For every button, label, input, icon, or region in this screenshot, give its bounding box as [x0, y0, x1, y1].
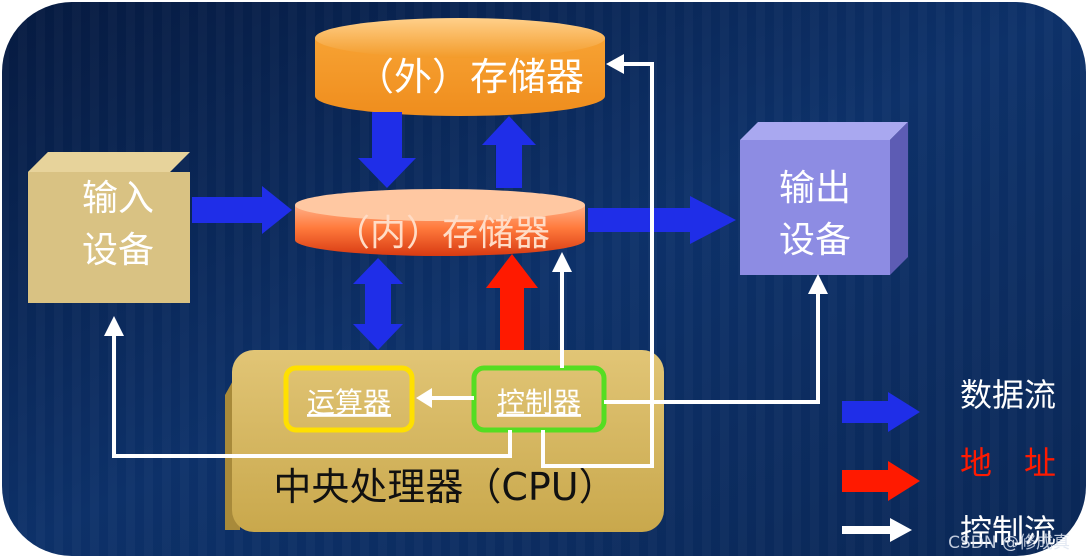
- arrowhead-external-memory: [606, 54, 624, 74]
- legend-data-flow-label: 数据流: [960, 376, 1056, 414]
- legend-control-flow-icon: [842, 518, 912, 542]
- input-box-front: [28, 172, 190, 303]
- legend-address-icon: [842, 461, 920, 501]
- alu-box: 运算器: [283, 365, 415, 433]
- control-line-to-external-memory: [541, 62, 654, 468]
- external-memory-cylinder: （外）存储器: [315, 18, 605, 116]
- external-memory-label: （外）存储器: [356, 55, 584, 99]
- internal-memory-label: （内）存储器: [334, 213, 550, 254]
- watermark: CSDN @修成真: [948, 533, 1070, 553]
- data-arrow-input-to-memory: [192, 186, 292, 234]
- external-memory-top: [315, 18, 605, 58]
- address-arrow-controller-to-memory: [486, 254, 538, 350]
- controller-label: 控制器: [497, 386, 581, 419]
- legend-control-flow-label: 控制流: [960, 512, 1056, 550]
- output-box-side: [890, 122, 908, 275]
- arrowhead-input: [104, 316, 124, 336]
- arrowhead-alu: [416, 388, 432, 408]
- output-box-top: [740, 122, 908, 140]
- input-device-label-line2: 设备: [82, 230, 154, 271]
- legend-address-label: 地 址: [960, 444, 1056, 482]
- data-arrow-external-to-internal: [358, 112, 416, 188]
- output-box-front: [740, 140, 890, 275]
- arrowhead-output: [808, 274, 828, 294]
- external-memory-body: [315, 38, 605, 116]
- cpu-label: 中央处理器（CPU）: [273, 465, 616, 509]
- output-device-label-line2: 设备: [779, 220, 851, 261]
- control-flow-arrowheads: [104, 54, 828, 408]
- arrowhead-internal-memory: [552, 252, 572, 272]
- data-arrow-internal-to-external: [482, 116, 536, 188]
- control-line-to-output: [604, 290, 820, 404]
- legend-data-flow-icon: [842, 392, 920, 432]
- input-device-box: 输入 设备: [28, 152, 190, 303]
- output-device-box: 输出 设备: [740, 122, 908, 275]
- cpu-box: 中央处理器（CPU）: [225, 350, 664, 532]
- legend: 数据流 地 址 控制流: [842, 376, 1056, 550]
- input-device-label-line1: 输入: [82, 178, 154, 219]
- input-box-top: [28, 152, 190, 172]
- output-device-label-line1: 输出: [779, 168, 851, 209]
- data-arrow-memory-alu-bidirectional: [353, 258, 403, 350]
- control-flow-lines: [112, 62, 820, 468]
- cpu-box-body: [232, 350, 664, 532]
- data-flow-arrows: [192, 112, 736, 350]
- internal-memory-cylinder: （内）存储器: [295, 189, 585, 256]
- data-arrow-memory-to-output: [588, 196, 736, 244]
- internal-memory-top: [295, 189, 585, 221]
- control-line-to-input: [112, 332, 512, 458]
- alu-label: 运算器: [307, 386, 391, 419]
